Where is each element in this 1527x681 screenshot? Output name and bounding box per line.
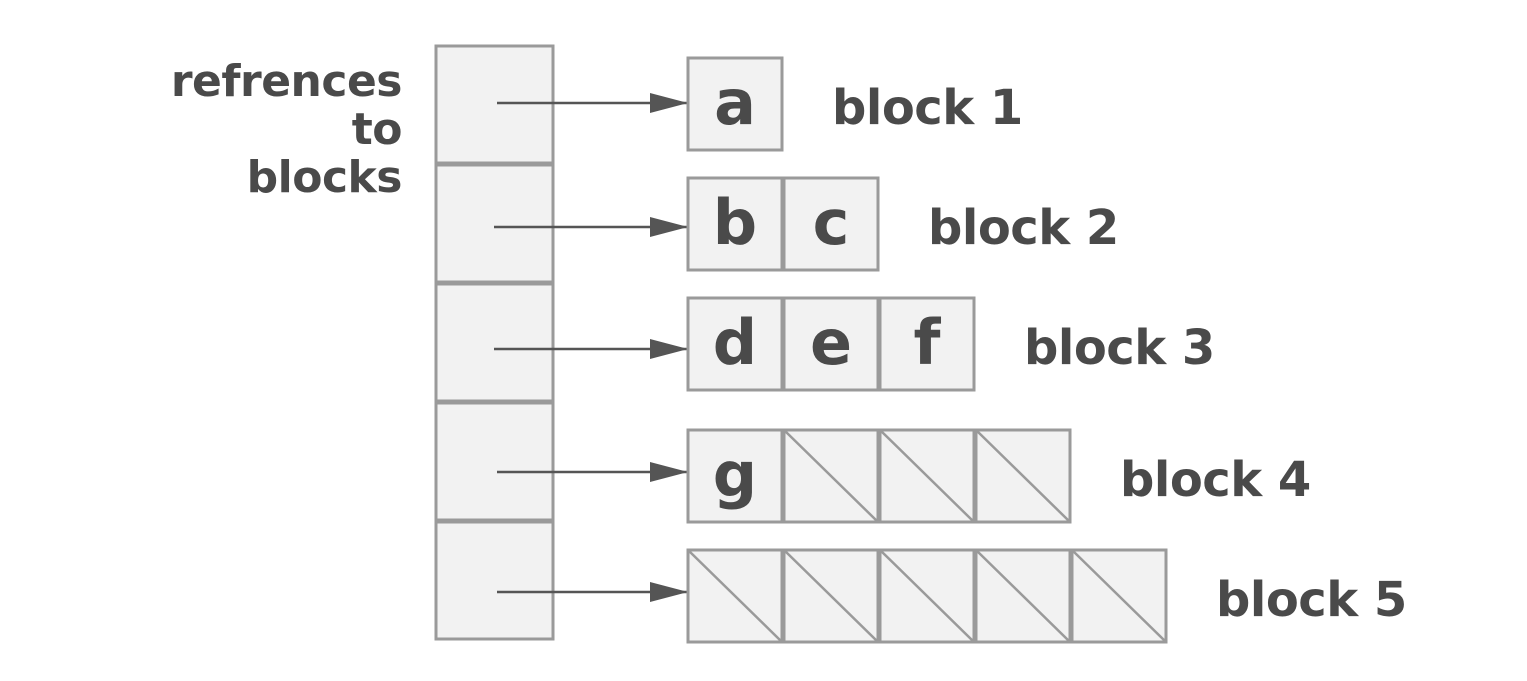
references-caption: refrences to blocks — [150, 56, 403, 203]
caption-line-1: refrences — [170, 56, 403, 107]
block-3-cell-3 — [878, 296, 976, 392]
reference-slot-2 — [434, 163, 555, 284]
empty-cell-slash — [975, 429, 1071, 523]
reference-slot-4 — [434, 401, 555, 522]
block-1: a block 1 — [686, 56, 1023, 152]
cell-value: g — [713, 438, 757, 511]
reference-slot-3 — [434, 282, 555, 403]
empty-cell-slash — [687, 549, 783, 643]
block-label: block 4 — [1120, 452, 1311, 508]
block-label: block 3 — [1024, 320, 1215, 376]
cell-value: d — [713, 306, 757, 379]
cell-value: c — [813, 186, 850, 259]
cell-value: b — [713, 186, 757, 259]
block-5: block 5 — [686, 548, 1407, 644]
block-2-cell-2 — [782, 176, 880, 272]
empty-cell-slash — [975, 549, 1071, 643]
block-4: g block 4 — [686, 428, 1311, 524]
block-2-cell-1 — [686, 176, 784, 272]
cell-value: f — [914, 306, 942, 379]
block-label: block 5 — [1216, 572, 1407, 628]
caption-line-2: to — [351, 104, 403, 155]
empty-cell-slash — [879, 429, 975, 523]
cell-value: a — [714, 66, 756, 139]
block-label: block 1 — [832, 80, 1023, 136]
block-1-cell-1 — [686, 56, 784, 152]
reference-slot-5 — [434, 520, 555, 641]
empty-cell-slash — [1071, 549, 1167, 643]
block-3-cell-2 — [782, 296, 880, 392]
block-label: block 2 — [928, 200, 1119, 256]
arrows — [494, 93, 688, 602]
empty-cell-slash — [783, 549, 879, 643]
empty-cell-slash — [783, 429, 879, 523]
block-4-cell-1 — [686, 428, 784, 524]
empty-cell-slash — [879, 549, 975, 643]
reference-column — [434, 44, 555, 641]
reference-slot-1 — [434, 44, 555, 165]
cell-value: e — [810, 306, 852, 379]
block-3-cell-1 — [686, 296, 784, 392]
caption-line-3: blocks — [246, 152, 403, 203]
